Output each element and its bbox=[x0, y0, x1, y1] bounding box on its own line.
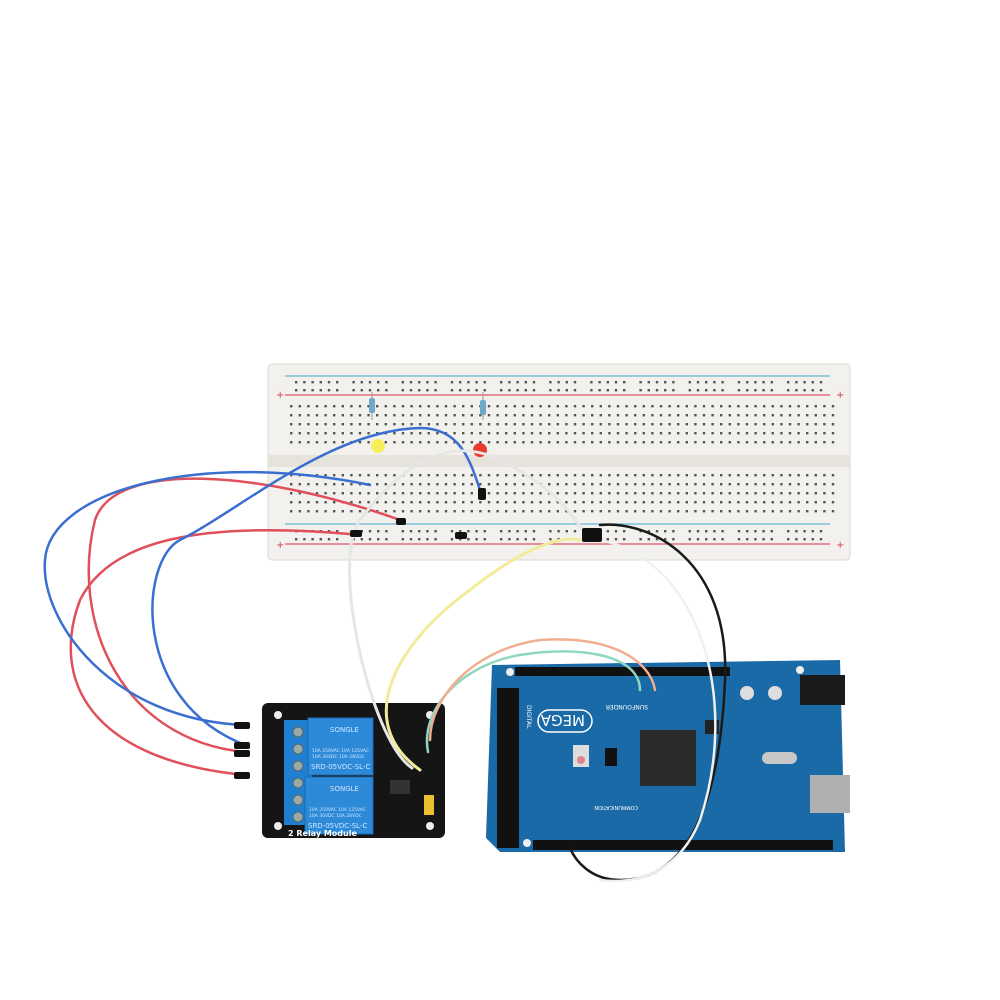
relay2-model: SRD-05VDC-SL-C bbox=[308, 822, 367, 830]
peach-wire bbox=[428, 638, 657, 742]
yellow-wire bbox=[384, 537, 582, 772]
yellow-led bbox=[371, 439, 385, 453]
arduino-model-label: MEGA bbox=[540, 711, 585, 729]
relay-module bbox=[262, 703, 445, 838]
relay1-brand: SONGLE bbox=[330, 726, 359, 734]
green-wire bbox=[425, 650, 642, 754]
resistor-2 bbox=[480, 392, 486, 420]
breadboard-holes bbox=[290, 381, 835, 541]
relay2-rating1: 10A 250VAC 10A 125VAC bbox=[309, 807, 366, 813]
resistor-1 bbox=[369, 392, 375, 420]
blue-wire-1 bbox=[43, 470, 372, 727]
jumper-wires bbox=[43, 426, 727, 883]
breadboard: + + + + bbox=[267, 363, 851, 561]
relay2-rating2: 10A 30VDC 10A 28VDC bbox=[309, 813, 362, 819]
arduino-communication-label: COMMUNICATION bbox=[594, 804, 638, 810]
relay1-rating1: 10A 250VAC 10A 125VAC bbox=[312, 748, 369, 754]
svg-text:+: + bbox=[836, 540, 844, 551]
relay1-rating2: 10A 30VDC 10A 28VDC bbox=[312, 754, 365, 760]
svg-text:+: + bbox=[276, 390, 284, 401]
svg-text:+: + bbox=[836, 390, 844, 401]
blue-wire-2 bbox=[151, 426, 482, 747]
svg-text:+: + bbox=[276, 540, 284, 551]
relay1-model: SRD-05VDC-SL-C bbox=[311, 763, 370, 771]
relay2-brand: SONGLE bbox=[330, 785, 359, 793]
arduino-mega-board bbox=[486, 660, 850, 852]
red-wire-2 bbox=[69, 528, 362, 777]
black-wire bbox=[568, 523, 727, 882]
relay-board-label: 2 Relay Module bbox=[288, 829, 357, 838]
wire-connectors bbox=[234, 488, 602, 779]
arduino-brand-label: SUNFOUNDER bbox=[606, 703, 648, 710]
arduino-digital-label: DIGITAL bbox=[525, 705, 532, 729]
white-wire bbox=[348, 449, 592, 770]
white-wire-2 bbox=[598, 538, 717, 883]
